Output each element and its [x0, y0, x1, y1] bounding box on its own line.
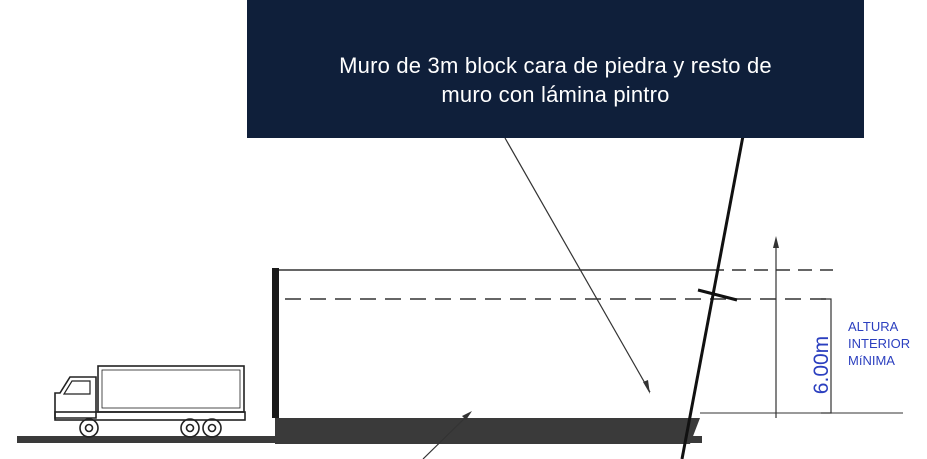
- truck-cargo-box-inner: [101, 369, 241, 409]
- truck-cargo-box: [97, 365, 245, 413]
- height-note-line-2: INTERIOR: [848, 336, 911, 351]
- truck-window: [62, 380, 91, 395]
- left-wall: [272, 268, 279, 418]
- callout-text: Muro de 3m block cara de piedra y resto …: [339, 53, 772, 107]
- floor-leader-line: [422, 412, 471, 459]
- callout-box: Muro de 3m block cara de piedra y resto …: [247, 0, 864, 138]
- truck-wheel-rear-2-hub: [207, 423, 217, 433]
- dimension-arrowhead: [773, 236, 779, 248]
- height-note-line-1: ALTURA: [848, 319, 899, 334]
- truck-chassis: [54, 411, 246, 421]
- dimension-bracket: [821, 298, 832, 414]
- dimension-value-text: 6.00m: [810, 335, 833, 395]
- truck-wheel-front: [79, 418, 99, 438]
- callout-leader-line: [504, 137, 651, 393]
- dimension-value-label: 6.00m: [802, 330, 842, 400]
- truck-wheel-rear-1-hub: [185, 423, 195, 433]
- truck-wheel-rear-2: [202, 418, 222, 438]
- minimum-height-note: ALTURA INTERIOR MíNIMA: [848, 318, 926, 369]
- section-cut-line: [680, 135, 745, 459]
- floor-leader-arrowhead: [462, 411, 472, 420]
- truck: [54, 365, 246, 438]
- section-tick: [697, 288, 738, 302]
- truck-cab: [54, 376, 97, 419]
- height-note-line-3: MíNIMA: [848, 353, 895, 368]
- truck-wheel-front-hub: [84, 423, 94, 433]
- callout-leader-arrowhead: [643, 380, 650, 394]
- floor-slab: [275, 418, 700, 444]
- truck-wheel-rear-1: [180, 418, 200, 438]
